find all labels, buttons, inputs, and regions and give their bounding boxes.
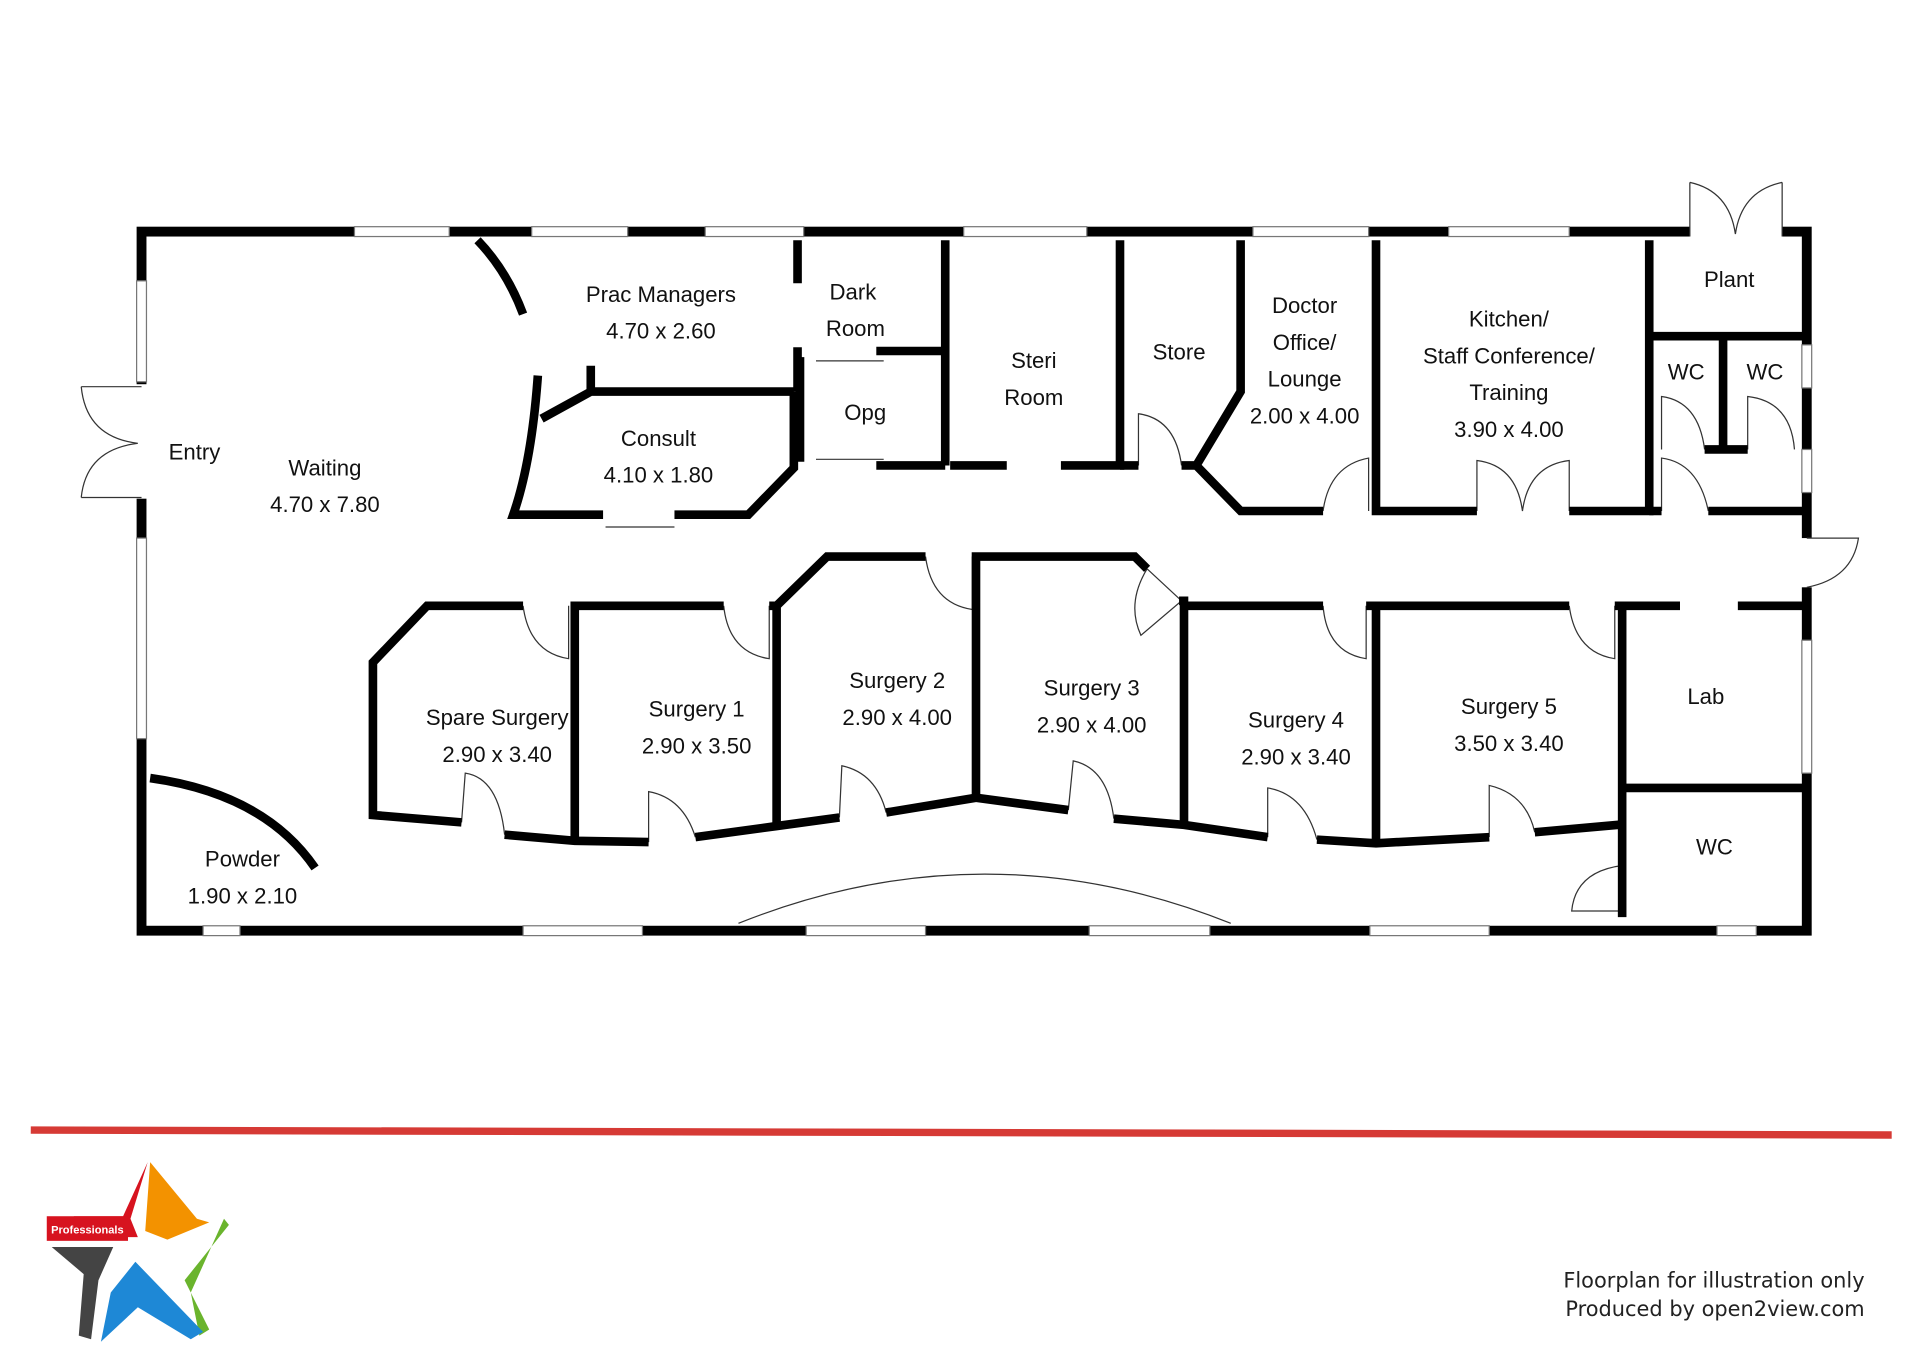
room-powder-name: Powder bbox=[205, 847, 280, 872]
room-spare-surgery-size: 2.90 x 3.40 bbox=[442, 742, 552, 767]
room-steri-2: Room bbox=[1004, 385, 1063, 410]
plant-door bbox=[1689, 181, 1783, 237]
interior-walls bbox=[149, 237, 1804, 918]
entry-door bbox=[80, 386, 142, 499]
outer-walls bbox=[132, 224, 1816, 937]
room-doctor-1: Doctor bbox=[1272, 293, 1337, 318]
room-surgery3-name: Surgery 3 bbox=[1044, 676, 1140, 701]
room-waiting-name: Waiting bbox=[288, 455, 361, 480]
room-labels: Entry Waiting 4.70 x 7.80 Prac Managers … bbox=[169, 267, 1784, 909]
room-lab: Lab bbox=[1687, 684, 1724, 709]
room-plant: Plant bbox=[1704, 267, 1754, 292]
room-wc-2: WC bbox=[1746, 359, 1783, 384]
room-surgery5-size: 3.50 x 3.40 bbox=[1454, 731, 1564, 756]
red-divider bbox=[30, 1126, 1892, 1139]
room-store: Store bbox=[1153, 340, 1206, 365]
professionals-logo: Professionals bbox=[46, 1162, 229, 1342]
room-wc-3: WC bbox=[1696, 834, 1733, 859]
room-surgery1-size: 2.90 x 3.50 bbox=[642, 733, 752, 758]
room-steri-1: Steri bbox=[1011, 348, 1057, 373]
room-doctor-3: Lounge bbox=[1268, 367, 1342, 392]
side-door bbox=[1806, 537, 1860, 588]
room-waiting-size: 4.70 x 7.80 bbox=[270, 492, 380, 517]
doors bbox=[80, 181, 1860, 924]
room-kitchen-3: Training bbox=[1469, 380, 1548, 405]
room-surgery2-size: 2.90 x 4.00 bbox=[842, 705, 952, 730]
room-dark-room-2: Room bbox=[826, 316, 885, 341]
room-prac-managers-size: 4.70 x 2.60 bbox=[606, 319, 716, 344]
room-wc-1: WC bbox=[1668, 359, 1705, 384]
room-kitchen-size: 3.90 x 4.00 bbox=[1454, 417, 1564, 442]
room-kitchen-2: Staff Conference/ bbox=[1423, 343, 1596, 368]
room-powder-size: 1.90 x 2.10 bbox=[188, 884, 298, 909]
footer-credit: Produced by open2view.com bbox=[1565, 1297, 1864, 1321]
logo-text: Professionals bbox=[51, 1224, 124, 1236]
room-entry: Entry bbox=[169, 439, 222, 464]
room-surgery1-name: Surgery 1 bbox=[649, 697, 745, 722]
room-doctor-size: 2.00 x 4.00 bbox=[1250, 404, 1360, 429]
room-surgery5-name: Surgery 5 bbox=[1461, 694, 1557, 719]
room-surgery4-name: Surgery 4 bbox=[1248, 708, 1344, 733]
room-surgery4-size: 2.90 x 3.40 bbox=[1241, 745, 1351, 770]
room-consult-size: 4.10 x 1.80 bbox=[604, 463, 714, 488]
room-kitchen-1: Kitchen/ bbox=[1469, 306, 1550, 331]
room-opg: Opg bbox=[844, 400, 886, 425]
room-surgery3-size: 2.90 x 4.00 bbox=[1037, 713, 1147, 738]
room-surgery2-name: Surgery 2 bbox=[849, 668, 945, 693]
room-consult-name: Consult bbox=[621, 426, 696, 451]
room-dark-room-1: Dark bbox=[830, 279, 878, 304]
room-spare-surgery-name: Spare Surgery bbox=[426, 705, 570, 730]
room-doctor-2: Office/ bbox=[1273, 330, 1337, 355]
room-prac-managers-name: Prac Managers bbox=[586, 282, 736, 307]
footer-disclaimer: Floorplan for illustration only bbox=[1563, 1269, 1864, 1293]
